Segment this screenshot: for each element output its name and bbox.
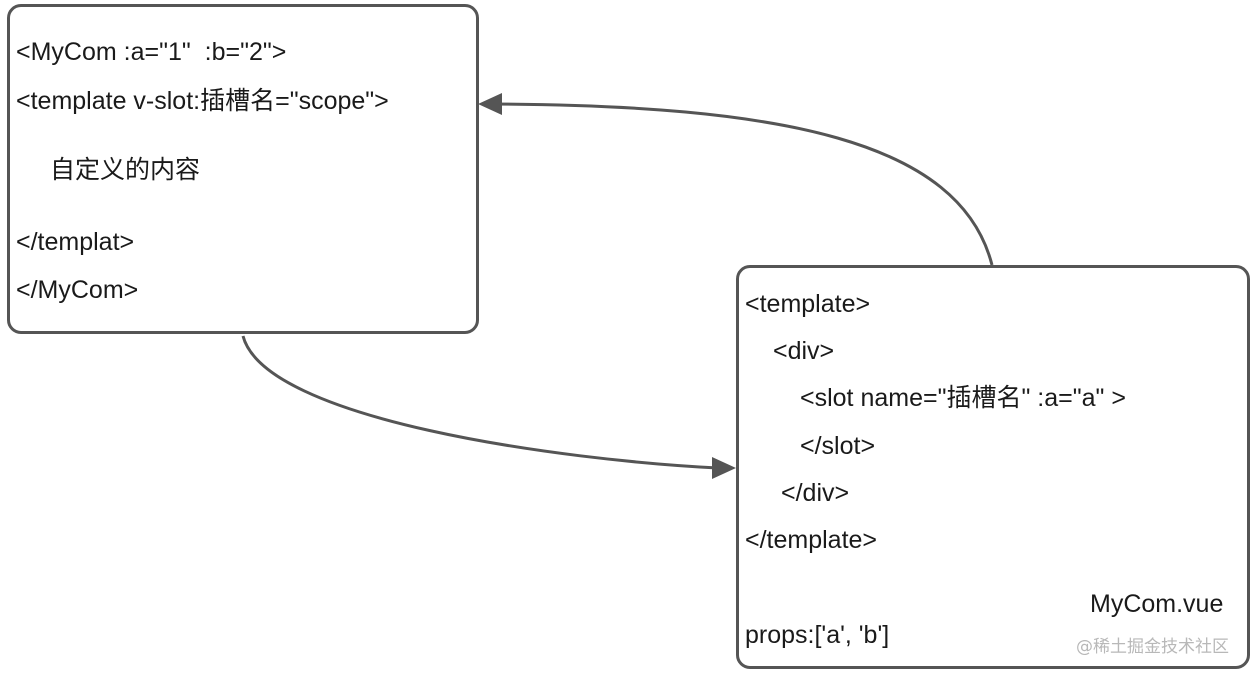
component-usage-box [7, 4, 479, 334]
usage-line-custom-content: 自定义的内容 [50, 156, 201, 184]
watermark-text: @稀土掘金技术社区 [1076, 637, 1229, 657]
component-definition-box [736, 265, 1250, 669]
arrow-from-component-to-usage [487, 102, 994, 266]
definition-line-div-open: <div> [773, 337, 835, 365]
usage-line-mycom-open: <MyCom :a="1" :b="2"> [16, 38, 287, 66]
definition-line-div-close: </div> [781, 479, 850, 507]
arrowhead-component [712, 457, 736, 479]
props-declaration: props:['a', 'b'] [745, 621, 890, 649]
definition-line-template-close: </template> [745, 526, 878, 554]
component-filename: MyCom.vue [1090, 590, 1224, 618]
definition-line-template-open: <template> [745, 290, 871, 318]
usage-line-template-close: </templat> [16, 228, 135, 256]
arrow-from-usage-to-component [241, 335, 719, 470]
definition-line-slot-close: </slot> [800, 432, 876, 460]
usage-line-mycom-close: </MyCom> [16, 276, 139, 304]
usage-line-template-open: <template v-slot:插槽名="scope"> [16, 87, 389, 115]
definition-line-slot-open: <slot name="插槽名" :a="a" > [800, 384, 1126, 412]
arrowhead-usage [478, 93, 502, 115]
